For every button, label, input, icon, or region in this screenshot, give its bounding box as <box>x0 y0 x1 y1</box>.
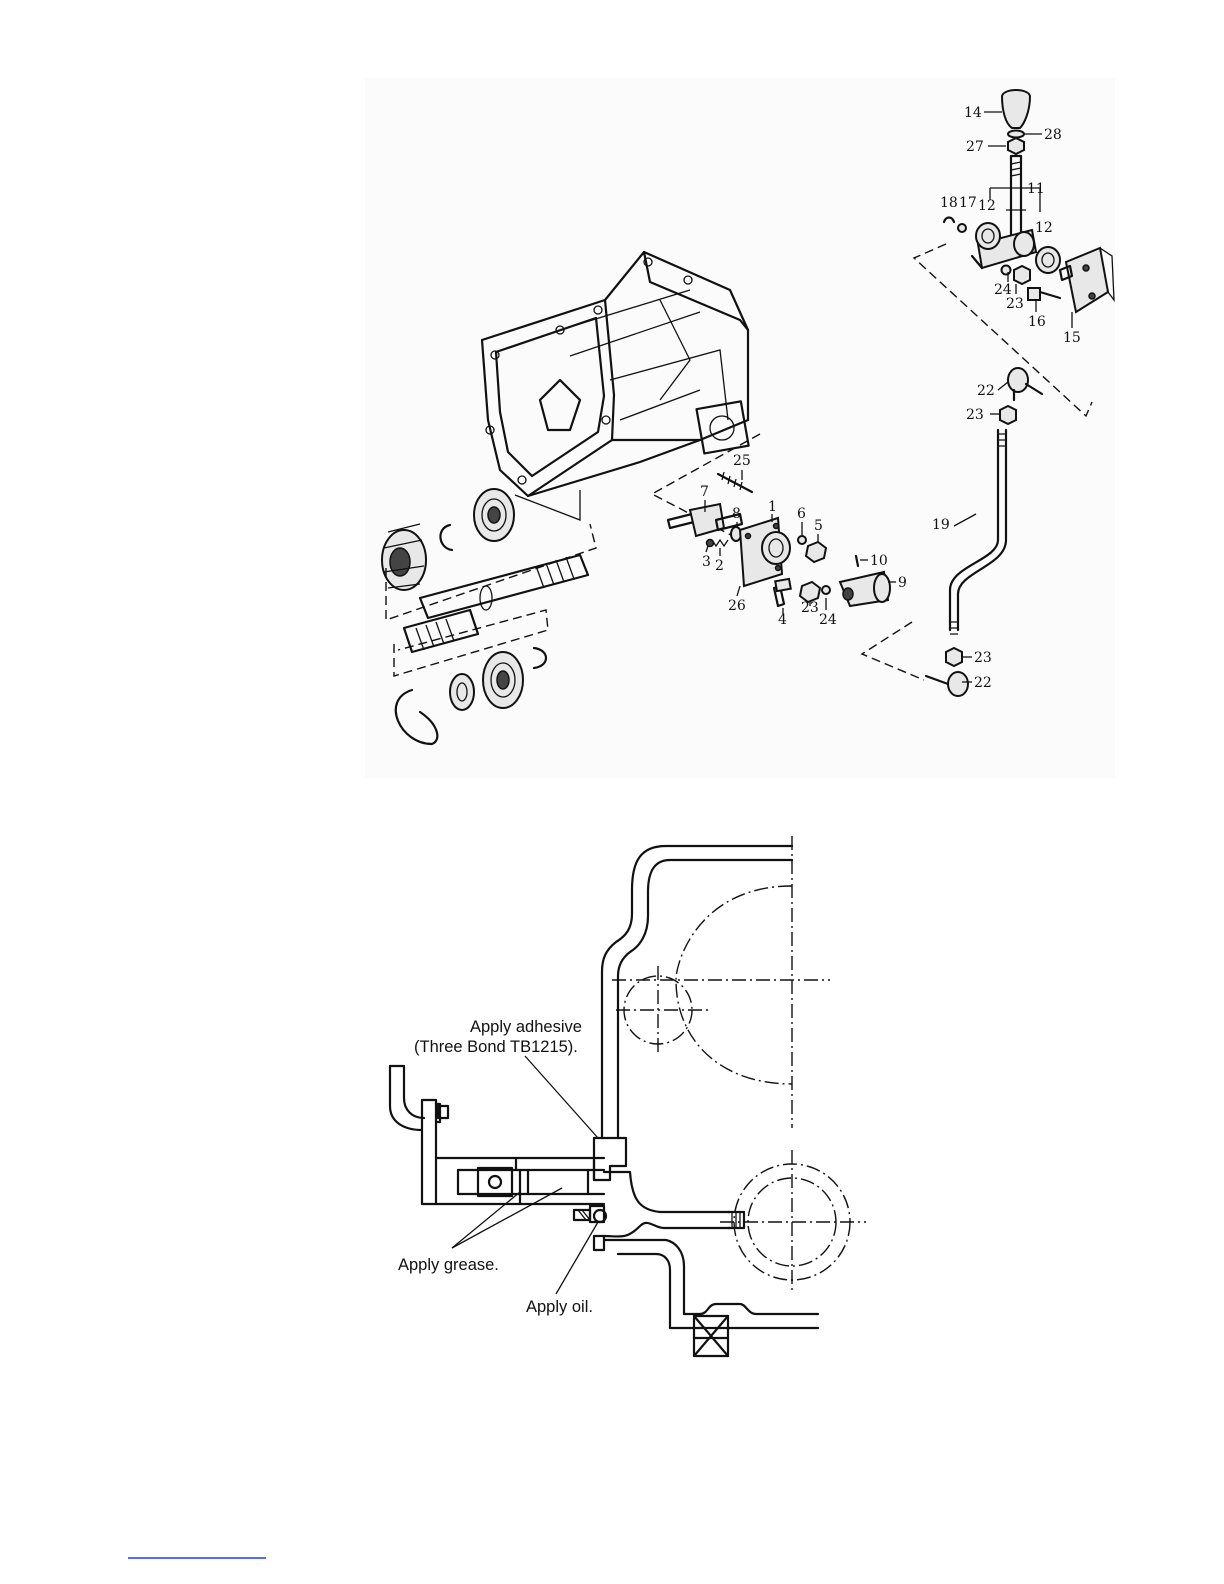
note-apply-adhesive: Apply adhesive <box>470 1018 582 1036</box>
bottom-housing <box>670 1304 818 1356</box>
note-adhesive-product: (Three Bond TB1215). <box>414 1038 578 1056</box>
note-apply-oil: Apply oil. <box>526 1298 593 1316</box>
note-apply-grease: Apply grease. <box>398 1256 499 1274</box>
gear-circle-upper <box>612 886 830 1084</box>
housing-wall <box>602 836 792 1138</box>
gear-circle-lower <box>720 1150 866 1292</box>
shift-arm-section <box>390 1066 448 1204</box>
shift-shaft-section <box>436 1158 604 1204</box>
